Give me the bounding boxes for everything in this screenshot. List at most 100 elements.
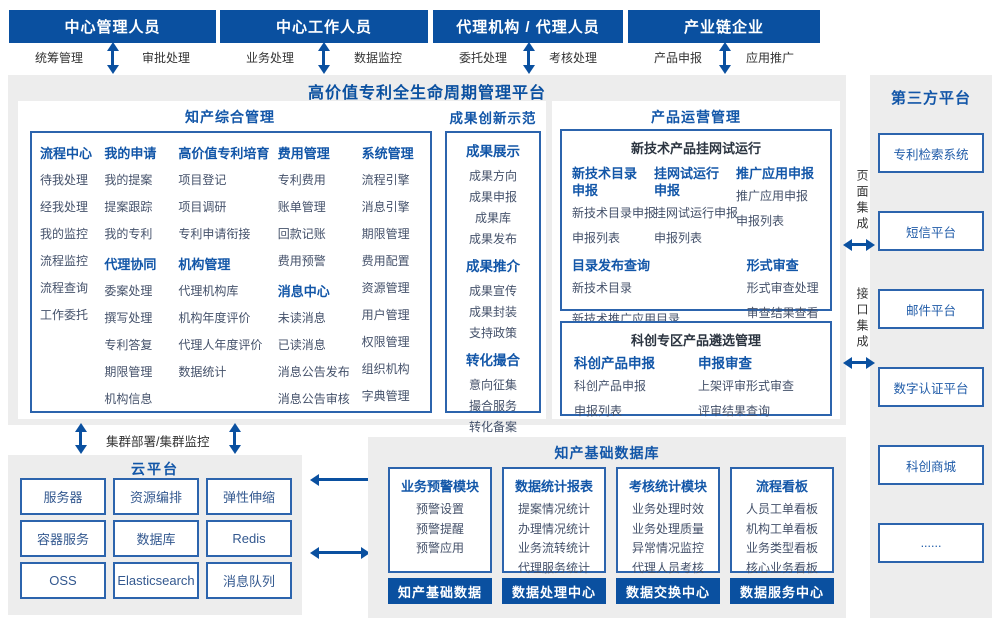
menu-item: 推广应用申报 [736,189,809,203]
menu-item: 回款记账 [277,227,326,241]
menu-item: 消息引擎 [361,200,410,214]
menu-item: 资源管理 [361,281,410,295]
section-achievement: 成果创新示范 成果展示 成果方向成果申报成果库成果发布 成果推介 成果宣传成果封… [440,101,546,434]
double-arrow-icon [718,42,731,74]
group-title: 消息中心 [277,284,330,299]
trial-group: 挂网试运行申报 挂网试运行申报申报列表 [654,165,739,255]
ip-column: 系统管理 流程引擎消息引擎期限管理费用配置资源管理用户管理权限管理组织机构字典管… [361,145,422,403]
group-items: 专利费用账单管理回款记账费用预警 [278,172,362,280]
page-integration-label: 页面集成 [855,169,869,233]
group-title: 成果推介 [466,259,520,274]
ip-column: 流程中心 待我处理经我处理我的监控流程监控流程查询工作委托 [40,145,104,399]
menu-item: 工作委托 [40,308,89,322]
role-label: 产品申报 [654,51,703,65]
menu-item: 费用预警 [277,254,326,268]
third-party-system: 邮件平台 [878,289,984,329]
menu-item: 代理服务统计 [517,560,590,575]
group-title: 形式审查 [746,258,799,273]
database-column: 流程看板 人员工单看板机构工单看板业务类型看板核心业务看板 数据服务中心 [730,467,834,604]
menu-item: 挂网试运行申报 [654,206,739,220]
role-label: 应用推广 [745,51,794,65]
menu-item: 已读消息 [277,338,326,352]
third-party-system: 短信平台 [878,211,984,251]
database-columns: 业务预警模块 预警设置预警提醒预警应用 知产基础数据 数据统计报表 提案情况统计… [388,467,834,604]
menu-item: 经我处理 [40,200,89,214]
menu-item: 消息公告审核 [277,392,350,406]
menu-item: 成果宣传 [468,284,517,298]
menu-item: 提案情况统计 [517,502,590,516]
menu-item: 项目登记 [178,173,227,187]
trial-run-box: 新技术产品挂网试运行 新技术目录申报 新技术目录申报申报列表 挂网试运行申报 挂… [560,129,832,357]
menu-item: 专利申请衔接 [178,227,251,241]
card-items: 预警设置预警提醒预警应用 [390,500,490,559]
ip-column: 我的申请 我的提案提案跟踪我的专利 代理协同 委案处理撰写处理专利答复期限管理机… [104,145,178,406]
selection-group: 科创产品申报 科创产品申报申报列表 [574,355,678,428]
achievement-group: 成果推介 成果宣传成果封装支持政策 [447,258,539,344]
menu-item: 组织机构 [361,362,410,376]
section-ip-management: 知产综合管理 流程中心 待我处理经我处理我的监控流程监控流程查询工作委托 我的申… [18,101,442,419]
cluster-label: 集群部署/集群监控 [106,435,210,449]
menu-item: 未读消息 [277,311,326,325]
menu-item: 撮合服务 [468,399,517,413]
persona-bar-enterprises: 产业链企业 [628,10,820,43]
double-arrow-icon [522,42,535,74]
persona-title: 中心管理人员 [64,19,161,36]
section-title: 知产综合管理 [185,109,275,125]
menu-item: 我的监控 [40,227,89,241]
achievement-box: 成果展示 成果方向成果申报成果库成果发布 成果推介 成果宣传成果封装支持政策 转… [445,131,541,434]
menu-item: 期限管理 [104,365,153,379]
group-items: 形式审查处理审查结果查看 [747,280,820,330]
menu-item: 业务类型看板 [745,541,818,555]
menu-item: 形式审查处理 [746,281,819,295]
left-arrow-icon [310,473,369,486]
menu-item: 异常情况监控 [631,541,704,555]
database-title: 知产基础数据库 [554,445,660,461]
role-label: 数据监控 [353,51,402,65]
group-items: 新技术目录申报申报列表 [572,205,656,255]
group-title: 费用管理 [277,146,330,161]
persona-roles: 产品申报 应用推广 [628,49,820,65]
platform-panel: 高价值专利全生命周期管理平台 知产综合管理 流程中心 待我处理经我处理我的监控流… [8,75,846,434]
group-title: 成果展示 [466,144,520,159]
group-title: 推广应用申报 [736,166,815,181]
persona-roles: 委托处理考核处理 [433,49,623,65]
section-title: 成果创新示范 [449,111,537,126]
achievement-group: 成果展示 成果方向成果申报成果库成果发布 [447,143,539,250]
menu-item: 申报列表 [654,231,703,245]
group-title: 我的申请 [104,146,157,161]
database-card: 数据统计报表 提案情况统计办理情况统计业务流转统计代理服务统计 [502,467,606,575]
menu-item: 成果申报 [468,190,517,204]
database-column: 考核统计模块 业务处理时效业务处理质量异常情况监控代理人员考核 数据交换中心 [616,467,720,604]
database-card: 流程看板 人员工单看板机构工单看板业务类型看板核心业务看板 [730,467,834,575]
double-arrow-icon [74,423,87,454]
persona-title: 代理机构 / 代理人员 [456,19,600,36]
menu-item: 业务处理时效 [631,502,704,516]
menu-item: 我的专利 [104,227,153,241]
group-title: 代理协同 [104,257,157,272]
menu-item: 上架评审形式审查 [698,379,795,393]
group-items: 上架评审形式审查评审结果查询 [698,378,816,428]
group-items: 委案处理撰写处理专利答复期限管理机构信息 [104,283,178,418]
menu-item: 新技术目录 [572,281,633,295]
menu-item: 消息公告发布 [277,365,350,379]
third-party-title: 第三方平台 [890,90,971,107]
group-items: 成果宣传成果封装支持政策 [447,281,539,344]
menu-item: 核心业务看板 [745,560,818,575]
group-title: 转化撮合 [466,353,520,368]
trial-group: 新技术目录申报 新技术目录申报申报列表 [572,165,656,255]
third-party-boxes: 专利检索系统短信平台邮件平台数字认证平台科创商城...... [870,133,992,563]
double-arrow-icon [228,423,241,454]
group-items: 推广应用申报申报列表 [736,188,820,238]
role-label: 考核处理 [548,51,597,65]
cloud-service: 容器服务 [20,520,106,557]
role-label: 统筹管理 [35,51,84,65]
menu-item: 代理人年度评价 [178,338,263,352]
menu-item: 字典管理 [361,389,410,403]
third-party-system: 专利检索系统 [878,133,984,173]
card-items: 业务处理时效业务处理质量异常情况监控代理人员考核 [618,500,718,578]
cloud-service: 弹性伸缩 [206,478,292,515]
menu-item: 成果库 [474,211,511,225]
group-title: 目录发布查询 [572,258,651,273]
third-party-system: 数字认证平台 [878,367,984,407]
double-arrow-icon [317,42,330,74]
